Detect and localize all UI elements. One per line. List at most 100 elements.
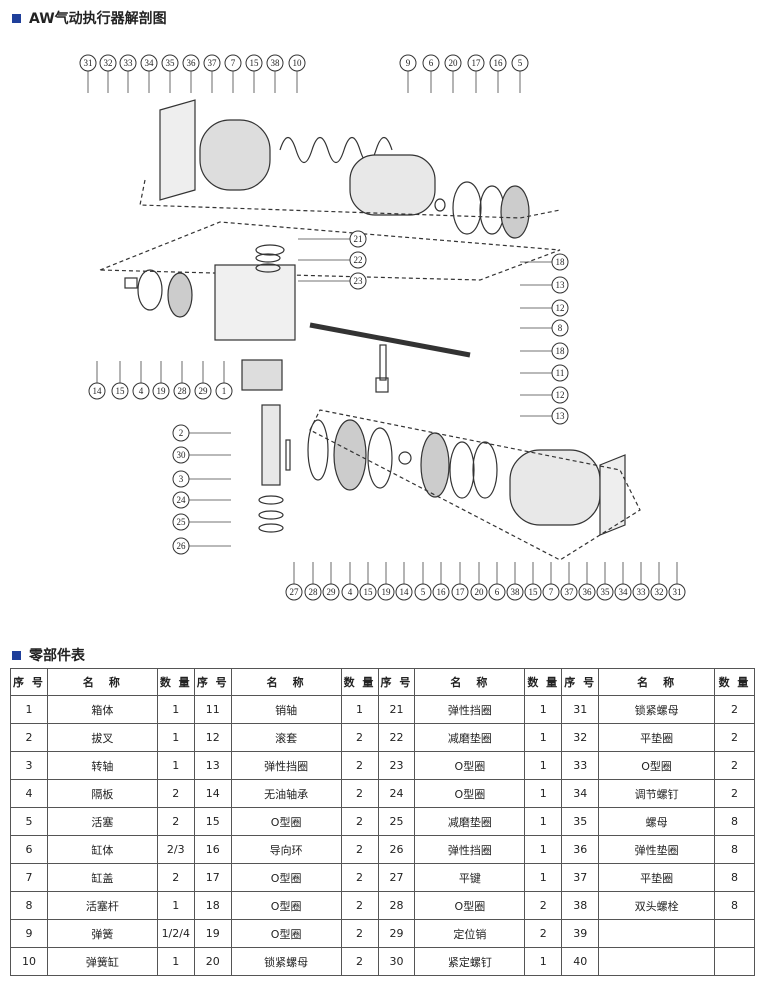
callout-circle [215,382,233,400]
callout-circle [285,583,303,601]
part-callout: 4 [132,361,150,400]
callout-circle [551,386,569,404]
part-callout: 6 [488,562,506,601]
part-name: 缸体 [46,835,158,864]
callout-label: 4 [348,587,353,597]
section-marker-icon [12,650,21,660]
piston-5 [420,432,450,498]
callout-label: 18 [556,346,566,356]
part-callout: 4 [341,562,359,601]
part-callout: 14 [88,361,106,400]
part-name: 箱体 [46,695,158,724]
part-callout: 20 [470,562,488,601]
callout-label: 7 [231,58,236,68]
part-callout: 8 [520,319,569,337]
part-name: 弹簧缸 [46,947,158,976]
part-callout: 32 [99,54,117,93]
callout-circle [359,583,377,601]
part-name: 隔板 [46,779,158,808]
part-number: 38 [561,891,600,920]
callout-circle [467,54,485,72]
callout-label: 22 [354,255,363,265]
part-number: 22 [377,723,416,752]
oring-15 [137,269,163,311]
callout-circle [322,583,340,601]
part-number: 31 [561,695,600,724]
diagram-title: AW气动执行器解剖图 [12,8,167,28]
roller-12 [375,377,389,393]
table-header-row: 序 号名 称数 量序 号名 称数 量序 号名 称数 量序 号名 称数 量 [10,668,755,696]
part-name: 弹簧 [46,919,158,948]
callout-label: 29 [327,587,337,597]
part-number: 9 [10,919,48,948]
callout-label: 37 [565,587,575,597]
column-header: 序 号 [561,668,600,696]
callout-circle [432,583,450,601]
callout-circle [266,54,284,72]
part-callout: 12 [520,386,569,404]
part-number: 4 [10,779,48,808]
part-name: 弹性挡圈 [414,835,526,864]
part-callout: 15 [359,562,377,601]
part-number: 7 [10,863,48,892]
callout-label: 34 [619,587,629,597]
callout-circle [551,253,569,271]
spring-cylinder [349,154,436,216]
part-callout: 19 [152,361,170,400]
part-callout: 31 [668,562,686,601]
callout-label: 36 [187,58,197,68]
callout-label: 18 [556,257,566,267]
part-number: 6 [10,835,48,864]
part-number: 10 [10,947,48,976]
callout-circle [99,54,117,72]
part-name: 活塞 [46,807,158,836]
callout-circle [560,583,578,601]
bearing-14 [124,277,138,289]
callout-label: 12 [556,303,565,313]
part-callout: 5 [414,562,432,601]
callout-label: 28 [178,386,188,396]
part-callout: 10 [288,54,306,93]
callout-label: 15 [364,587,374,597]
part-callout: 32 [650,562,668,601]
part-callout: 3 [172,470,231,488]
callout-label: 35 [166,58,176,68]
part-name: 螺母 [598,807,715,836]
part-number: 36 [561,835,600,864]
part-number: 28 [377,891,416,920]
callout-circle [341,583,359,601]
callout-label: 16 [437,587,447,597]
quantity: 2 [714,751,755,780]
part-name: 导向环 [230,835,342,864]
ring-26 [258,523,284,533]
quantity: 2 [340,723,379,752]
part-number: 14 [193,779,232,808]
callout-circle [88,382,106,400]
callout-label: 15 [250,58,260,68]
callout-circle [399,54,417,72]
part-callout: 6 [422,54,440,93]
part-number: 33 [561,751,600,780]
part-callout: 38 [266,54,284,93]
part-callout: 37 [560,562,578,601]
callout-label: 32 [655,587,664,597]
part-callout: 35 [596,562,614,601]
callout-circle [349,230,367,248]
quantity: 1 [524,807,563,836]
callout-label: 32 [104,58,113,68]
quantity: 2 [340,891,379,920]
part-name: 减磨垫圈 [414,723,526,752]
callout-label: 28 [309,587,319,597]
callout-label: 11 [556,368,565,378]
part-callout: 28 [304,562,322,601]
part-number: 23 [377,751,416,780]
housing-box [214,264,296,341]
column-header: 名 称 [230,668,342,696]
part-callout: 14 [395,562,413,601]
quantity: 2 [340,779,379,808]
callout-label: 16 [494,58,504,68]
callout-label: 26 [177,541,187,551]
callout-circle [451,583,469,601]
